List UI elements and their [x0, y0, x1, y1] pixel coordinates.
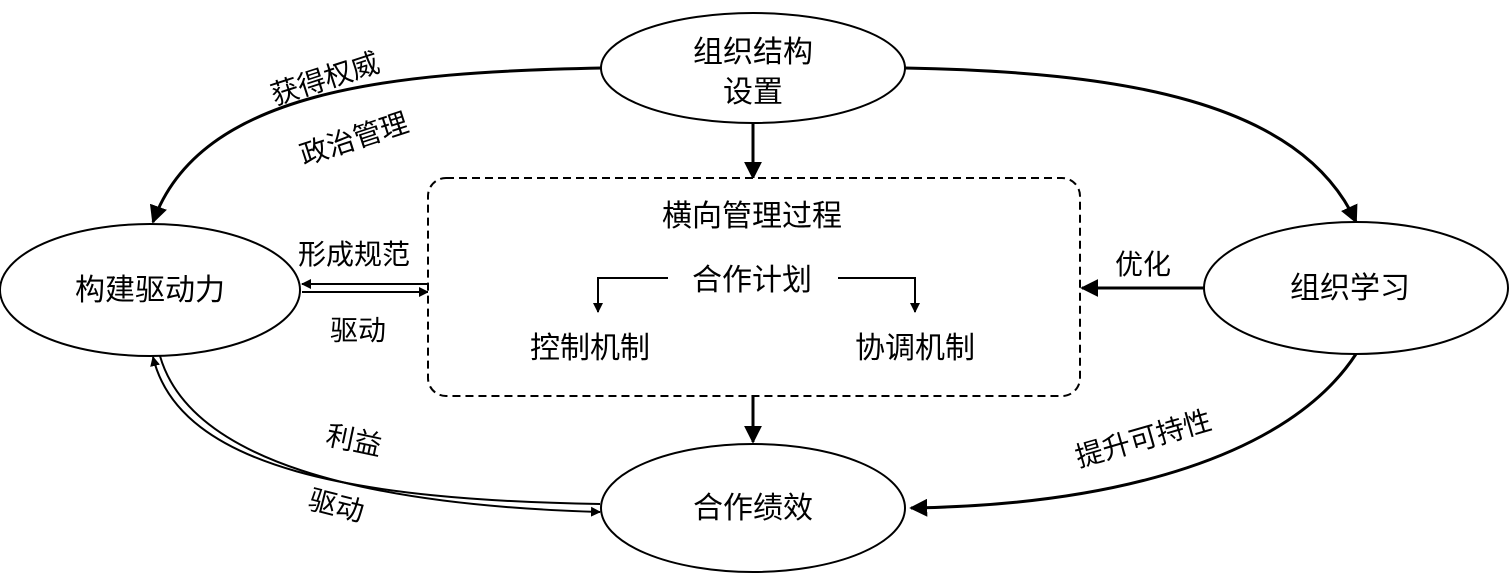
label-gain-authority: 获得权威 [267, 46, 384, 112]
build-drive-label: 构建驱动力 [75, 273, 225, 308]
center-box-title: 横向管理过程 [662, 199, 842, 234]
edge-plan-to-coordination [838, 277, 920, 313]
org-structure-line2: 设置 [723, 75, 783, 110]
edge-learning-to-performance [909, 353, 1358, 517]
node-coop-performance: 合作绩效 [600, 443, 906, 573]
label-sustainability: 提升可持性 [1072, 404, 1216, 474]
coordination-mechanism-label: 协调机制 [855, 331, 975, 366]
edge-structure-to-drive [149, 66, 603, 224]
edge-drive-box-double [301, 279, 429, 297]
coop-performance-label: 合作绩效 [693, 491, 813, 526]
label-form-norms: 形成规范 [298, 238, 410, 271]
edge-structure-to-learning [904, 66, 1358, 224]
label-optimize: 优化 [1115, 248, 1171, 281]
center-box: 横向管理过程 合作计划 控制机制 协调机制 [427, 177, 1081, 397]
coop-plan-label: 合作计划 [692, 263, 812, 298]
org-structure-line1: 组织结构 [693, 35, 813, 70]
label-drive-mid: 驱动 [330, 314, 386, 347]
edge-performance-drive-double [150, 355, 601, 517]
label-benefit: 利益 [323, 419, 385, 463]
label-drive-low: 驱动 [305, 483, 367, 529]
label-political-mgmt: 政治管理 [296, 106, 413, 172]
node-org-learning: 组织学习 [1203, 221, 1509, 355]
control-mechanism-label: 控制机制 [530, 331, 650, 366]
node-build-drive: 构建驱动力 [0, 223, 301, 357]
edge-plan-to-control [593, 277, 668, 313]
node-org-structure: 组织结构 设置 [600, 12, 906, 124]
org-learning-label: 组织学习 [1290, 271, 1410, 306]
